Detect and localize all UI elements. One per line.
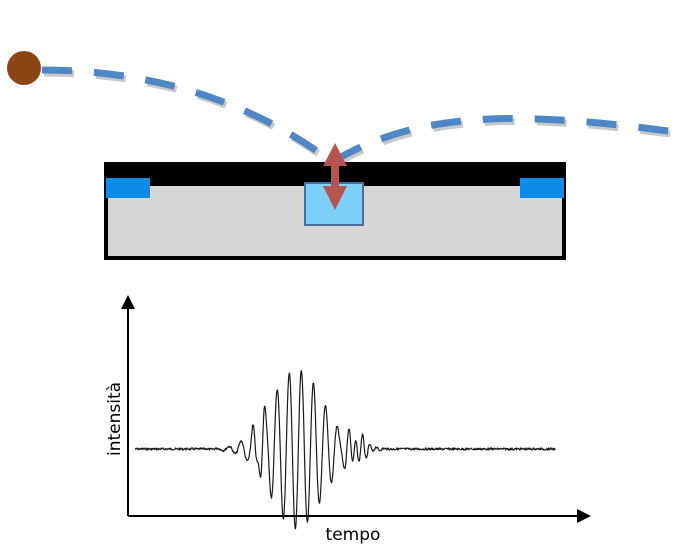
arrow-head-down: [323, 186, 347, 210]
signal-plot: intensità tempo: [105, 295, 591, 545]
impact-double-arrow: [323, 143, 347, 210]
electrode-left: [106, 178, 150, 198]
trajectory-shadow: [43, 69, 693, 170]
y-axis-label: intensità: [105, 382, 125, 456]
x-axis-label: tempo: [326, 525, 381, 545]
particle-trajectory: [41, 66, 693, 170]
trajectory-path: [41, 66, 691, 167]
sensor-element: [304, 182, 364, 226]
signal-waveform: [134, 370, 556, 530]
arrow-shaft: [331, 164, 339, 188]
detector-plate: [104, 162, 566, 260]
particle: [7, 51, 41, 85]
arrow-head-up: [323, 143, 347, 166]
electrode-right: [520, 178, 564, 198]
